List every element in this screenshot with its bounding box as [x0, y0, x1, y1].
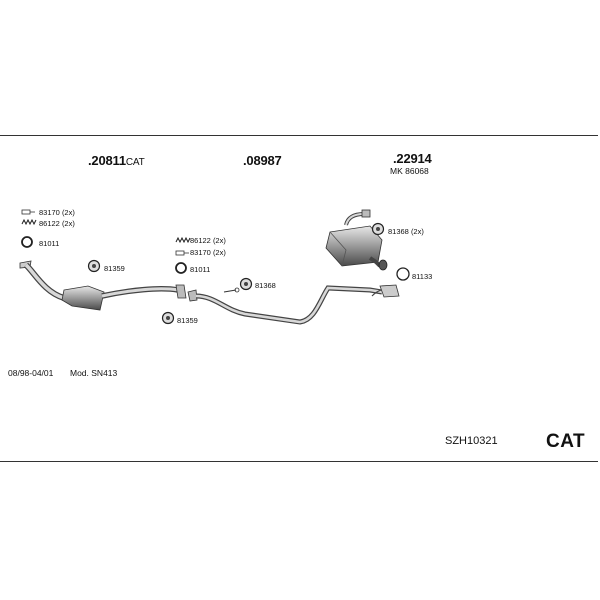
mounting-kit-number[interactable]: MK 86068 — [390, 166, 429, 176]
catalyst-suffix: CAT — [125, 157, 145, 168]
diagram-frame — [0, 135, 598, 462]
ring-icon[interactable] — [396, 267, 410, 281]
fitting-label-ring[interactable]: 81133 — [412, 272, 433, 281]
middle-pipe[interactable] — [187, 284, 400, 325]
kit-code: SZH10321 — [445, 435, 498, 447]
fitting-label-spring-2[interactable]: 86122 (2x) — [190, 236, 226, 245]
fitting-label-nut-2[interactable]: 81359 — [177, 316, 198, 325]
part-number-rear-silencer[interactable]: .22914 — [393, 151, 432, 166]
fitting-label-nut-1[interactable]: 81359 — [104, 264, 125, 273]
vehicle-dates: 08/98-04/01 — [8, 368, 54, 378]
rear-silencer[interactable] — [325, 209, 388, 271]
spring-icon[interactable] — [21, 218, 37, 226]
fitting-label-hanger-2[interactable]: 81368 (2x) — [388, 227, 424, 236]
vehicle-model: Mod. SN413 — [70, 368, 118, 378]
clamp-icon-2[interactable] — [175, 250, 189, 256]
clamp-icon[interactable] — [21, 209, 35, 215]
part-number-catalyst[interactable]: .20811CAT — [88, 154, 145, 168]
part-number-middle-pipe[interactable]: .08987 — [243, 153, 282, 168]
fitting-label-clamp-1[interactable]: 83170 (2x) — [39, 208, 75, 217]
fitting-label-hanger-1[interactable]: 81368 — [255, 281, 276, 290]
nut-icon-2[interactable] — [161, 311, 175, 325]
fitting-label-clamp-2[interactable]: 83170 (2x) — [190, 248, 226, 257]
fitting-label-gasket-2[interactable]: 81011 — [190, 265, 211, 274]
spring-icon-2[interactable] — [175, 236, 191, 244]
catalyst-number: .20811 — [88, 153, 126, 168]
gasket-icon-2[interactable] — [175, 262, 187, 274]
hanger-icon[interactable] — [239, 277, 253, 291]
front-pipe-catalyst[interactable] — [19, 260, 187, 311]
hanger-icon-2[interactable] — [371, 222, 385, 236]
fitting-label-spring-1[interactable]: 86122 (2x) — [39, 219, 75, 228]
fitting-label-gasket-1[interactable]: 81011 — [39, 239, 60, 248]
gasket-icon[interactable] — [21, 236, 33, 248]
nut-icon[interactable] — [87, 259, 101, 273]
type-badge: CAT — [546, 431, 586, 452]
